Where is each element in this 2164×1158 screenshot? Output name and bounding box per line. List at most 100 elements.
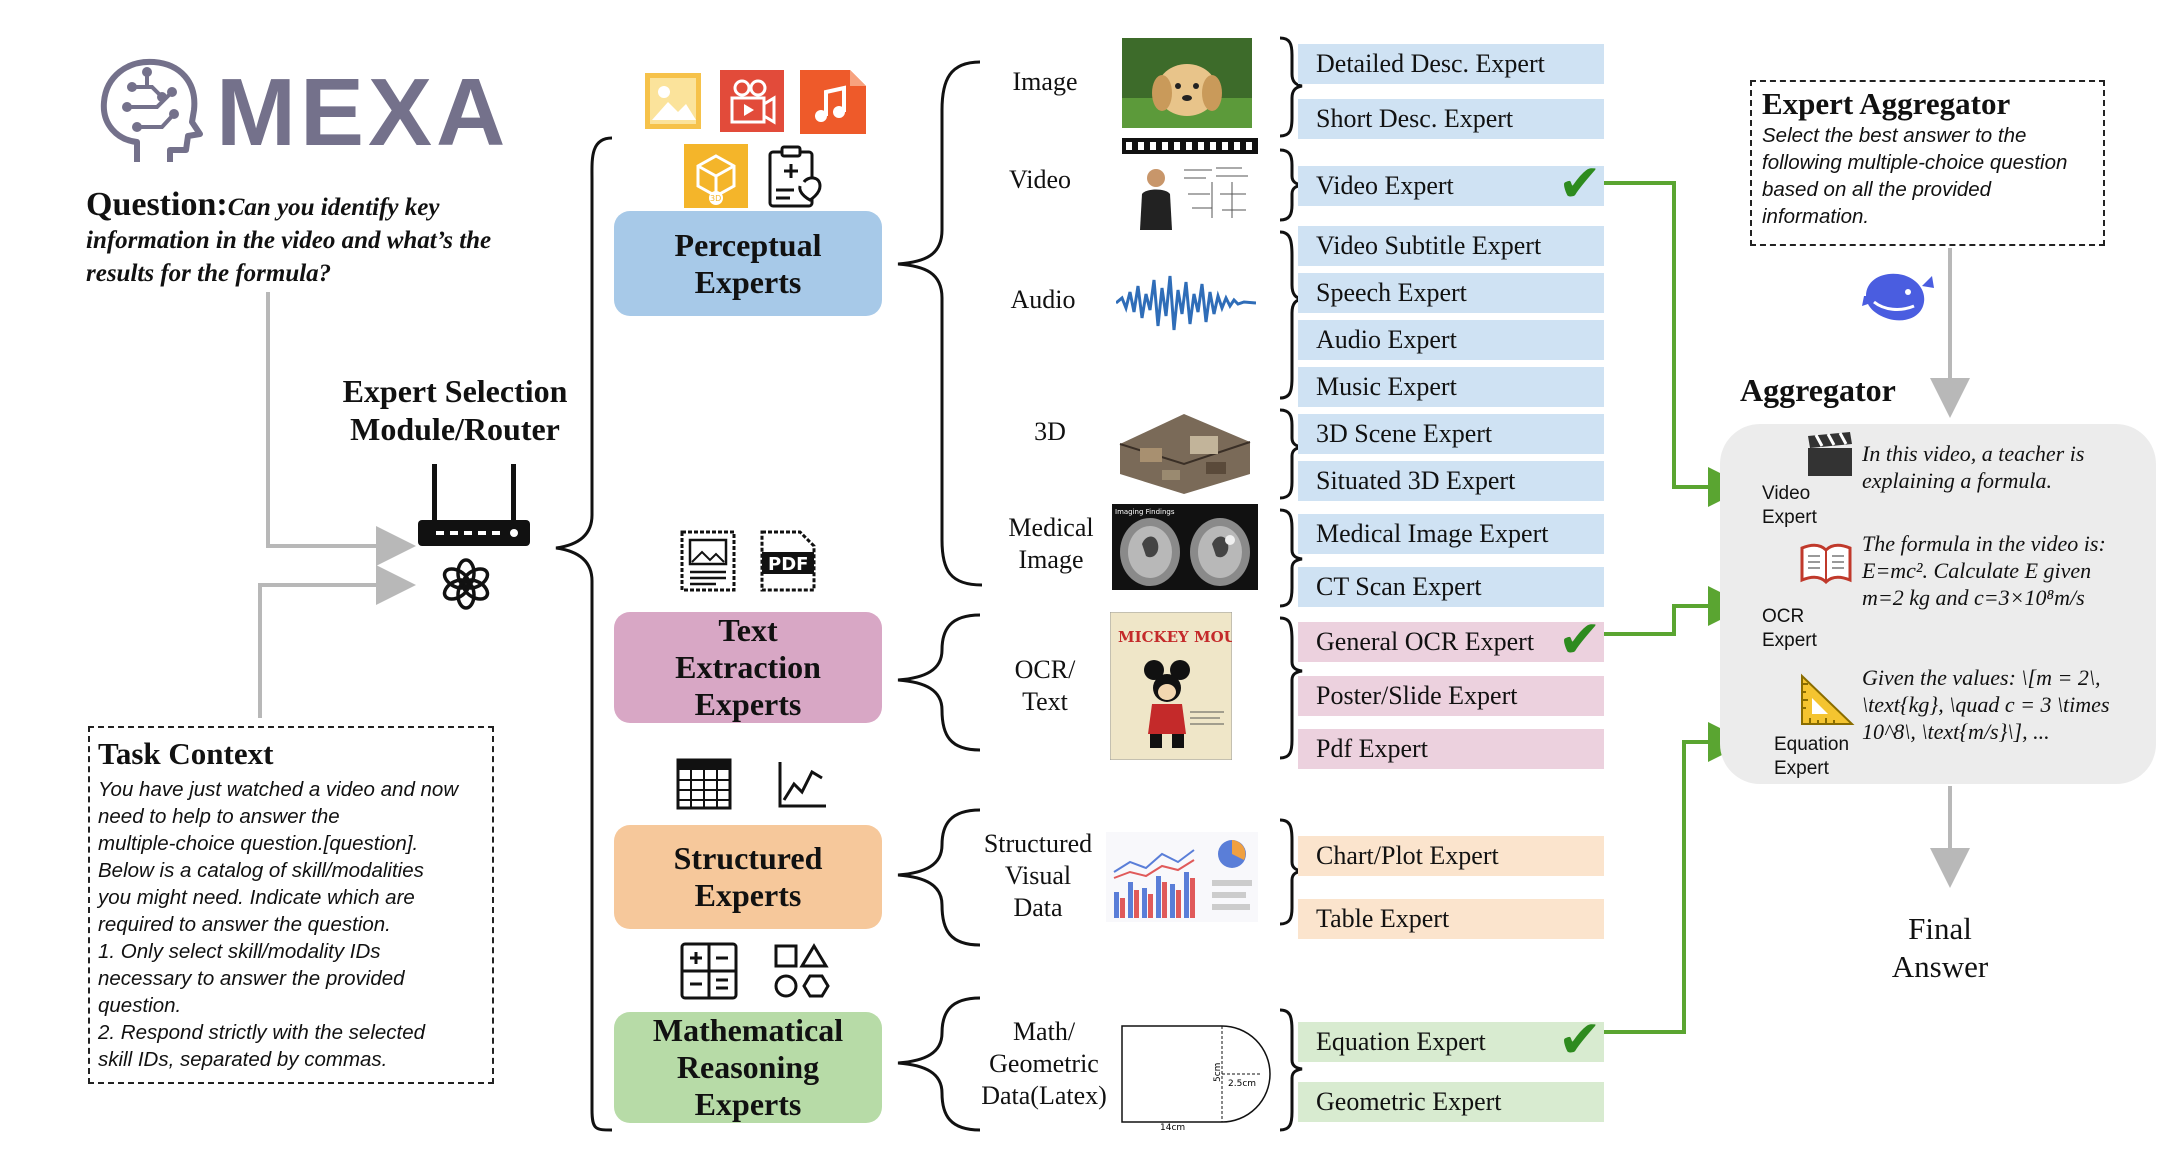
structured-brace [897,808,981,947]
openai-logo-icon [438,556,494,617]
perceptual-brace [897,60,983,587]
modality-structured-line2: Visual [1004,861,1072,890]
brand-name: MEXA [216,59,510,166]
teacher-video-thumbnail [1122,138,1258,230]
equation-to-aggregator-arrow [1602,722,1748,1034]
aggregator-equation-text-line3: 10^8\, \text{m/s}\], ... [1862,719,2050,744]
video-expert-check-icon: ✔ [1558,154,1602,214]
3d-file-icon: 3D [684,144,748,213]
router-title-line1: Expert Selection [342,373,568,409]
aggregator-ocr-text-line2: E=mc². Calculate E given [1862,558,2092,583]
geometry-height-label: 5cm [1213,1063,1223,1082]
expert-table: Table Expert [1298,899,1604,939]
modality-math: Math/ Geometric Data(Latex) [964,1016,1124,1112]
image-brace [1279,36,1303,138]
expert-situated-3d: Situated 3D Expert [1298,461,1604,501]
modality-medical-line2: Image [1018,545,1084,574]
mickey-poster-thumbnail: MICKEY MOUSE [1110,612,1232,760]
modality-ocr-line2: Text [1022,687,1068,716]
math-line3: Experts [694,1086,802,1122]
svg-text:3D: 3D [710,194,721,203]
geometry-radius-label: 2.5cm [1228,1079,1256,1089]
task-context-title: Task Context [98,736,274,771]
text-brace [897,613,981,752]
aggregator-prompt-title: Expert Aggregator [1762,86,2011,121]
aggregator-equation-text-line2: \text{kg}, \quad c = 3 \times [1862,692,2110,717]
expert-video-subtitle: Video Subtitle Expert [1298,226,1604,266]
modality-video: Video [1009,165,1071,194]
line-chart-icon [776,758,828,815]
whale-logo-icon [1860,266,1936,331]
math-line1: Mathematical [652,1012,844,1048]
3d-scene-thumbnail [1110,404,1258,496]
equation-expert-check-icon: ✔ [1558,1010,1602,1070]
router-brace [555,136,613,1132]
table-icon [676,758,732,815]
expert-ct-scan: CT Scan Expert [1298,567,1604,607]
medical-thumbnail-caption: Imaging Findings [1115,508,1175,516]
expert-general-ocr: General OCR Expert [1298,622,1604,662]
question-to-router-arrow [266,292,416,566]
modality-ocr: OCR/ Text [1000,654,1090,718]
modality-math-line1: Math/ [1012,1017,1076,1046]
aggregator-video-label: Video Expert [1762,482,1817,530]
modality-math-line2: Geometric [989,1049,1099,1078]
question-text: Can you identify key information in the … [86,194,492,287]
modality-medical-line1: Medical [1008,513,1094,542]
question: Question:Can you identify key informatio… [86,188,556,290]
shapes-icon [772,942,830,1005]
calculator-icon [680,942,738,1005]
expert-chart-plot: Chart/Plot Expert [1298,836,1604,876]
math-brace [897,996,981,1132]
newspaper-icon [680,530,736,597]
clapperboard-icon [1806,430,1854,483]
expert-aggregator-prompt: Expert Aggregator Select the best answer… [1750,80,2105,246]
video-file-icon [720,70,784,137]
modality-medical: Medical Image [996,512,1106,576]
task-to-router-arrow [258,565,416,718]
pdf-file-icon: PDF [760,530,816,597]
modality-image: Image [1012,67,1078,96]
audio-waveform-thumbnail [1115,268,1257,338]
brain-circuit-logo-icon [82,52,212,177]
expert-short-desc: Short Desc. Expert [1298,99,1604,139]
expert-poster-slide: Poster/Slide Expert [1298,676,1604,716]
expert-equation: Equation Expert [1298,1022,1604,1062]
router-device-icon [414,458,534,553]
expert-audio: Audio Expert [1298,320,1604,360]
modality-3d: 3D [1034,417,1066,446]
math-line2: Reasoning [676,1049,820,1085]
ocr-brace [1279,616,1303,760]
math-small-brace [1279,1008,1303,1132]
final-answer-line1: Final [1908,911,1972,946]
audio-file-icon [800,70,866,139]
structured-line1: Structured [673,840,823,876]
text-line3: Experts [694,686,802,722]
puppy-image-thumbnail [1122,38,1252,128]
aggregator-video-label-line1: Video [1762,483,1811,504]
expert-pdf: Pdf Expert [1298,729,1604,769]
router-title: Expert Selection Module/Router [310,372,600,448]
aggregator-equation-label-line2: Expert [1774,758,1829,779]
ocr-to-aggregator-arrow [1602,586,1748,636]
poster-title: MICKEY MOUSE [1118,628,1232,646]
text-line2: Extraction [675,649,821,685]
modality-structured-line3: Data [1013,893,1063,922]
final-answer-line2: Answer [1891,949,1989,984]
modality-ocr-line1: OCR/ [1014,655,1076,684]
modality-math-line3: Data(Latex) [981,1081,1107,1110]
question-label: Question: [86,186,228,223]
chart-thumbnail [1106,832,1258,922]
video-to-aggregator-arrow [1602,181,1748,507]
aggregator-equation-label-line1: Equation [1774,734,1850,755]
aggregator-ocr-text-line3: m=2 kg and c=3×10⁸m/s [1862,585,2085,610]
modality-structured: Structured Visual Data [968,828,1108,924]
final-answer: Final Answer [1860,910,2020,986]
task-context-body: You have just watched a video and now ne… [98,778,459,1071]
task-context-box: Task Context You have just watched a vid… [88,726,494,1084]
